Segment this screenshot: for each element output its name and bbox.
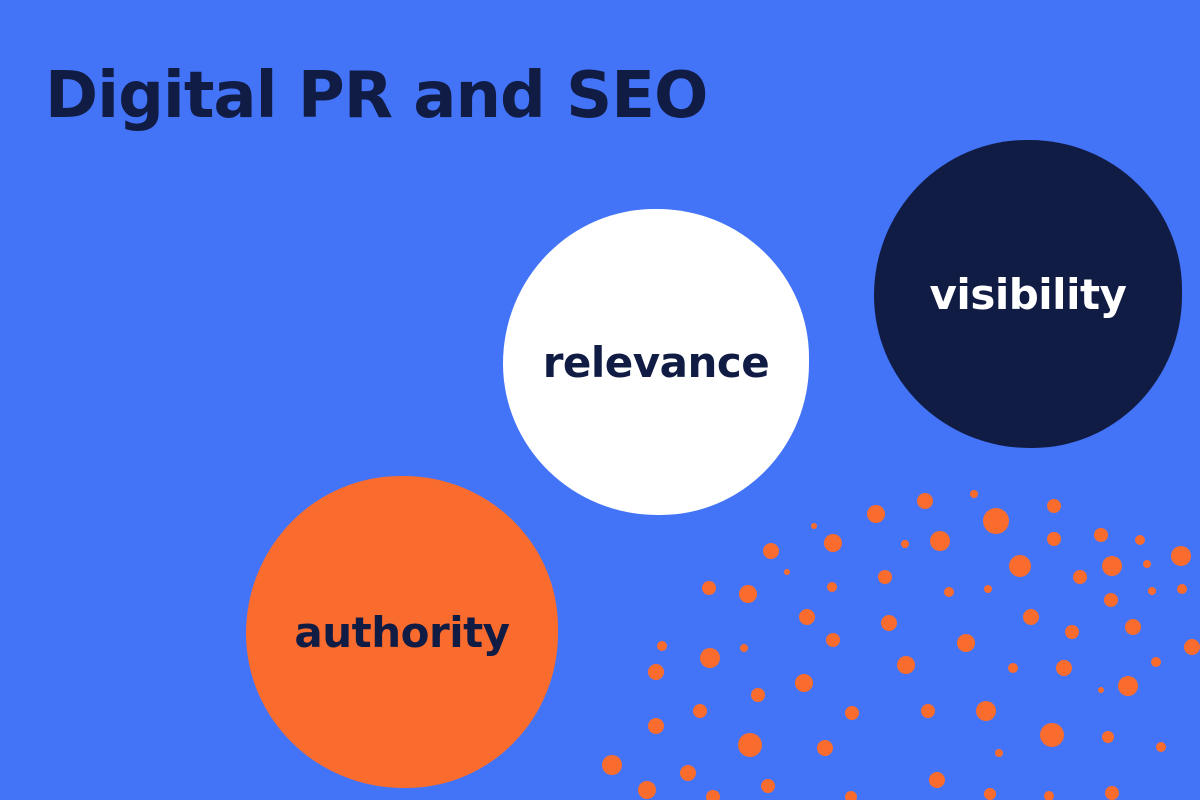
authority-circle: authority [246,476,558,788]
page-title: Digital PR and SEO [45,59,708,133]
relevance-circle: relevance [503,209,809,515]
visibility-circle: visibility [874,140,1182,448]
visibility-label: visibility [929,269,1127,319]
authority-label: authority [294,607,510,657]
relevance-label: relevance [542,337,770,387]
